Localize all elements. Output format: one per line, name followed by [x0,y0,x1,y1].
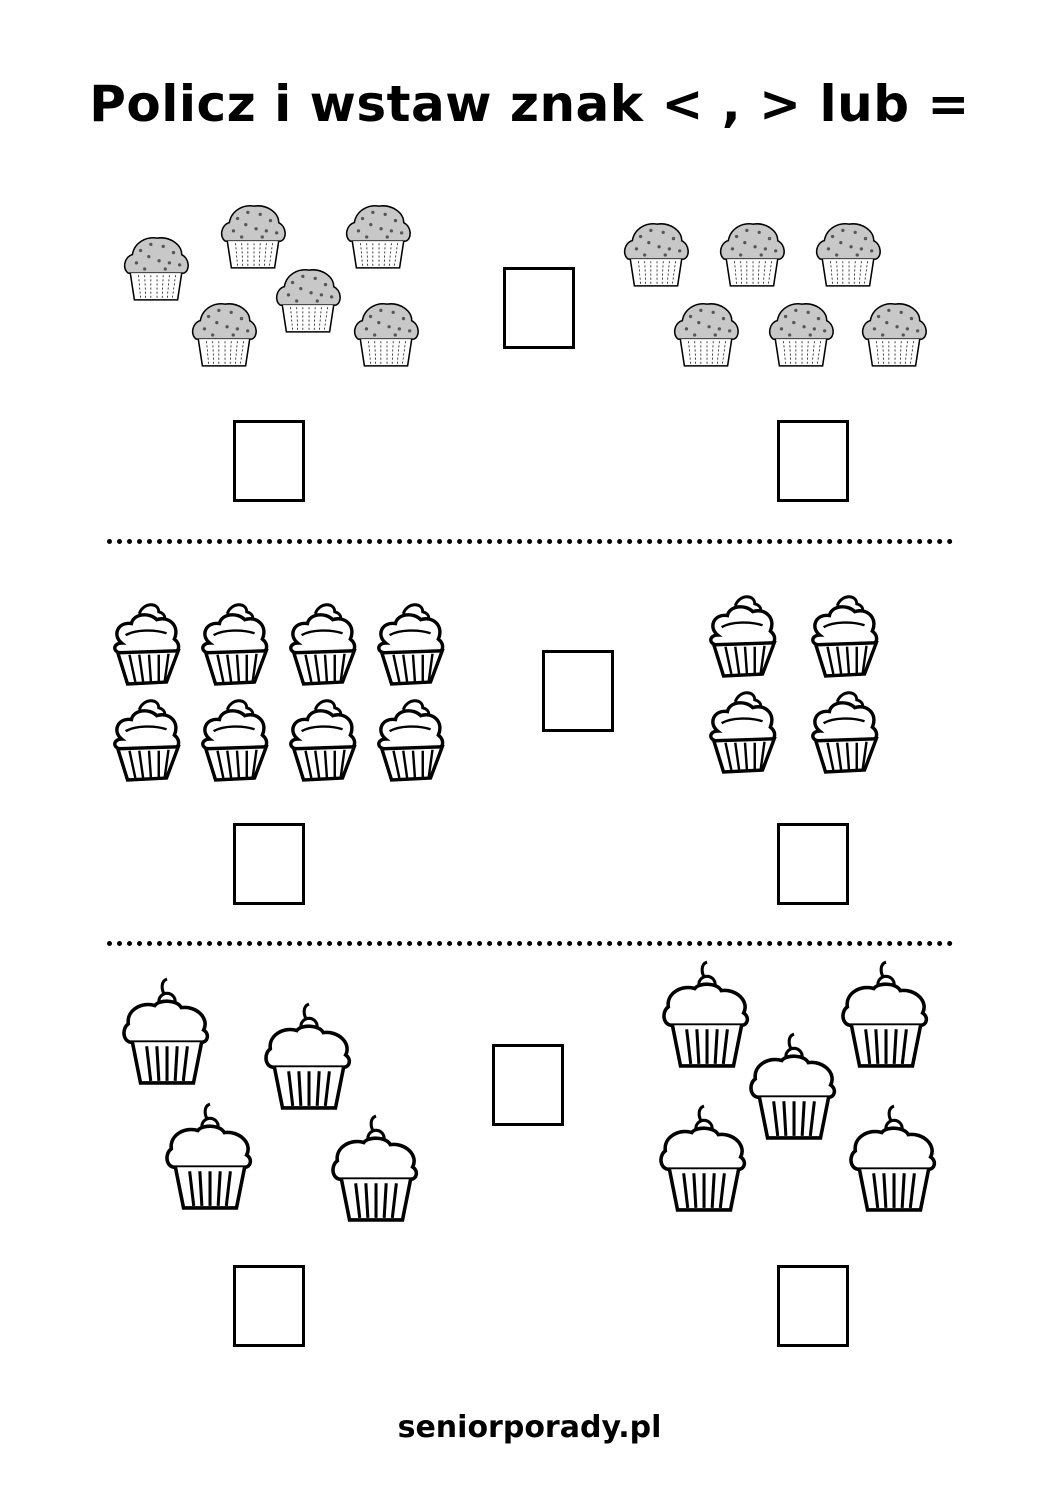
section-divider [107,941,953,946]
muffin-icon [716,218,788,290]
muffin-icon [120,232,192,304]
muffin-icon [350,298,422,370]
comparison-sign-box[interactable] [503,267,575,349]
cherry-cupcake-icon [262,1000,354,1112]
cupcake-icon [808,688,886,776]
cupcake-icon [110,696,188,784]
cupcake-icon [706,688,784,776]
cupcake-icon [808,592,886,680]
muffin-icon [670,298,742,370]
right-count-box[interactable] [777,420,849,502]
left-count-box[interactable] [233,1265,305,1347]
cupcake-icon [286,696,364,784]
cupcake-icon [110,600,188,688]
muffin-icon [765,298,837,370]
cupcake-icon [374,600,452,688]
comparison-sign-box[interactable] [492,1044,564,1126]
cupcake-icon [286,600,364,688]
cherry-cupcake-icon [747,1030,839,1142]
cherry-cupcake-icon [329,1112,421,1224]
muffin-icon [272,264,344,336]
muffin-icon [812,218,884,290]
cherry-cupcake-icon [657,1102,749,1214]
muffin-icon [858,298,930,370]
comparison-sign-box[interactable] [542,650,614,732]
footer-website: seniorporady.pl [397,1410,662,1445]
cupcake-icon [198,600,276,688]
left-count-box[interactable] [233,420,305,502]
cherry-cupcake-icon [847,1102,939,1214]
cherry-cupcake-icon [120,975,212,1087]
muffin-icon [620,218,692,290]
cherry-cupcake-icon [163,1100,255,1212]
right-count-box[interactable] [777,1265,849,1347]
section-divider [107,539,953,544]
left-count-box[interactable] [233,823,305,905]
muffin-icon [188,298,260,370]
cupcake-icon [706,592,784,680]
page-title: Policz i wstaw znak < , > lub = [89,75,970,133]
muffin-icon [342,200,414,272]
muffin-icon [217,200,289,272]
cherry-cupcake-icon [660,958,752,1070]
right-count-box[interactable] [777,823,849,905]
cupcake-icon [374,696,452,784]
cherry-cupcake-icon [839,958,931,1070]
cupcake-icon [198,696,276,784]
